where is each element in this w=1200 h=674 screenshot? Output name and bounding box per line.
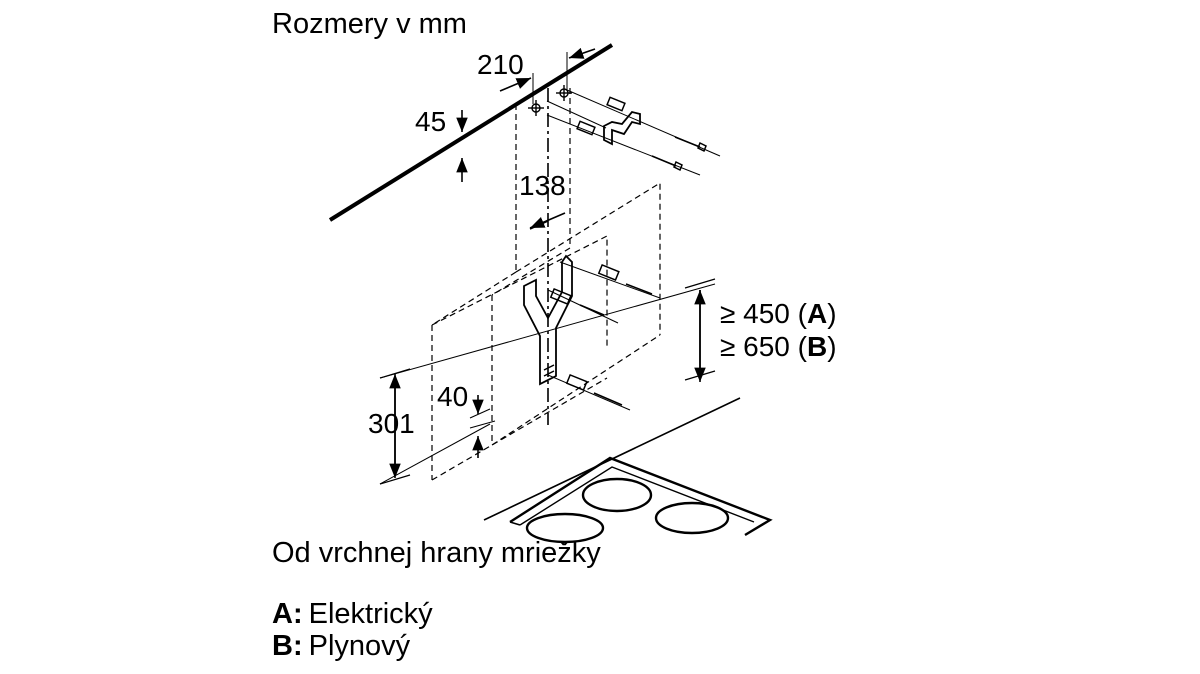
legend-label: Plynový — [308, 630, 411, 662]
legend-key: B: — [272, 630, 303, 662]
ceiling-screws — [576, 96, 707, 172]
hood-bracket — [523, 254, 573, 386]
dimension-45: 45 — [415, 106, 447, 137]
page-title: Rozmery v mm — [272, 8, 467, 40]
clearance-gas: ≥ 650 (B) — [720, 333, 837, 361]
dimension-ticks — [379, 278, 716, 485]
burner-front — [525, 512, 605, 544]
clearance-electric-prefix: ≥ 450 ( — [720, 298, 807, 329]
hood-outline-dashed — [431, 88, 661, 481]
dimension-301: 301 — [368, 408, 415, 439]
clearance-electric: ≥ 450 (A) — [720, 300, 837, 328]
dimension-138: 138 — [519, 170, 566, 201]
clearance-electric-letter: A — [806, 298, 828, 329]
dimension-210: 210 — [477, 49, 524, 80]
bracket-slots — [543, 364, 555, 383]
ceiling-holes — [528, 85, 572, 116]
clearance-gas-prefix: ≥ 650 ( — [720, 331, 807, 362]
ceiling-bracket — [603, 110, 641, 146]
hood-screws — [549, 263, 653, 406]
legend-key: A: — [272, 598, 303, 630]
legend-item: B:Plynový — [272, 632, 410, 661]
dimension-40: 40 — [437, 381, 469, 412]
ceiling-line — [328, 43, 614, 222]
clearance-gas-letter: B — [806, 331, 828, 362]
burner-right — [654, 501, 730, 535]
dimension-arrows — [389, 47, 706, 478]
burner-back — [581, 477, 653, 513]
legend-item: A:Elektrický — [272, 600, 433, 629]
legend-label: Elektrický — [308, 598, 433, 630]
clearance-gas-suffix: ) — [827, 331, 837, 362]
reference-note: Od vrchnej hrany mriežky — [272, 537, 601, 569]
cooktop — [483, 397, 773, 544]
clearance-electric-suffix: ) — [827, 298, 837, 329]
